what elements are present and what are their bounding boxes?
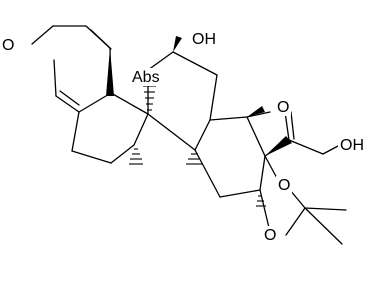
stereo-bonds bbox=[106, 36, 292, 207]
atom-label-ether-o-upper: O bbox=[278, 177, 290, 194]
c18-methyl bbox=[246, 111, 271, 118]
ring-b bbox=[71, 92, 149, 164]
acetonide-ring bbox=[259, 155, 347, 245]
ring-a bbox=[31, 25, 112, 113]
atom-label-ether-o-lower: O bbox=[264, 227, 276, 244]
atom-label-ketone-o-20: O bbox=[277, 99, 289, 116]
ring-d bbox=[194, 116, 266, 198]
atom-labels: O OH Abs O OH O O bbox=[0, 30, 370, 244]
atom-label-abs-flag: Abs bbox=[132, 69, 160, 86]
atom-label-hydroxyl-21: OH bbox=[340, 137, 364, 154]
ring-c bbox=[147, 51, 218, 151]
atom-label-hydroxyl-11: OH bbox=[192, 31, 216, 48]
atom-label-ketone-o-left: O bbox=[2, 37, 14, 54]
